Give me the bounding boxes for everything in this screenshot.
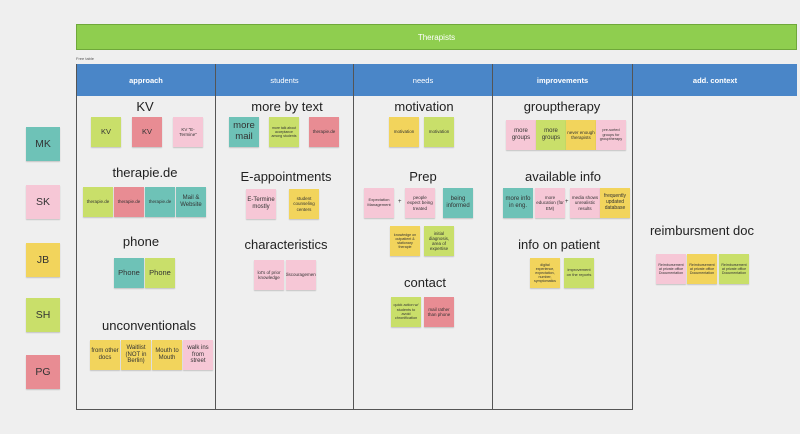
therapists-banner: Therapists [76,24,797,50]
sticky-note[interactable]: lot's of prior knowledge [254,260,284,290]
group-heading-contact: contact [404,275,446,290]
plus-sign: + [565,199,569,205]
column-header-improvements[interactable]: improvements [493,64,632,96]
sticky-note[interactable]: more groups [506,120,536,150]
sticky-note[interactable]: from other docs [90,340,120,370]
person-note-sh[interactable]: SH [26,298,60,332]
sticky-note[interactable]: improvement on the reports [564,258,594,288]
person-note-sk[interactable]: SK [26,185,60,219]
column-header-approach[interactable]: approach [77,64,215,96]
sticky-note[interactable]: discouragement [286,260,316,290]
sticky-note[interactable]: Reimbursement at private office Document… [656,254,686,284]
sticky-note[interactable]: frequently updated database [600,188,630,218]
sticky-note[interactable]: therapie.de [114,187,144,217]
sticky-note[interactable]: Phone [145,258,175,288]
sticky-note[interactable]: media shows unrealistic results [570,188,600,218]
sticky-note[interactable]: motivation [424,117,454,147]
group-heading-phone: phone [122,234,160,249]
person-note-pg[interactable]: PG [26,355,60,389]
sticky-note[interactable]: Reimbursement at private office Document… [719,254,749,284]
column-improvements: improvements grouptherapy more groups mo… [493,64,633,410]
column-add-context: add. context reimbursment doc Reimbursem… [633,64,797,410]
sticky-note[interactable]: therapie.de [83,187,113,217]
sticky-note[interactable]: digital experience, expectation, number,… [530,258,560,288]
sticky-note[interactable]: mail rather than phone [424,297,454,327]
group-heading-reimbursment-doc: reimbursment doc [649,223,755,238]
group-heading-therapie-de: therapie.de [112,165,178,180]
sticky-note[interactable]: Mouth to Mouth [152,340,182,370]
sticky-note[interactable]: Waitlist (NOT in Berlin) [121,340,151,370]
board-bottom-border [76,409,633,410]
column-approach: approach KV KV KV KV "E-Termine" therapi… [76,64,216,410]
sticky-note[interactable]: initial diagnosis, area of expertise [424,226,454,256]
sticky-note[interactable]: more mail [229,117,259,147]
sticky-note[interactable]: Reimbursement at private office Document… [687,254,717,284]
column-students: students more by text more mail more tal… [216,64,354,410]
sticky-note[interactable]: E-Termine mostly [246,189,276,219]
sticky-note[interactable]: knowledge on outpatient & stationary the… [390,226,420,256]
sticky-note[interactable]: therapie.de [145,187,175,217]
group-heading-characteristics: characteristics [244,237,328,252]
small-caption: Free table [76,56,95,61]
sticky-note[interactable]: more education (für EM) [535,188,565,218]
sticky-note[interactable]: Mail & Website [176,187,206,217]
sticky-note[interactable]: being informed [443,188,473,218]
kanban-board: approach KV KV KV KV "E-Termine" therapi… [76,64,797,410]
group-heading-e-appointments: E-appointments [240,169,332,184]
column-header-needs[interactable]: needs [354,64,492,96]
sticky-note[interactable]: KV [132,117,162,147]
group-heading-more-by-text: more by text [251,99,323,114]
column-header-students[interactable]: students [216,64,353,96]
group-heading-kv: KV [136,99,154,114]
group-heading-unconventionals: unconventionals [102,318,196,333]
group-heading-info-on-patient: info on patient [518,237,600,252]
column-needs: needs motivation motivation motivation P… [354,64,493,410]
sticky-note[interactable]: more talk about acceptance among student… [269,117,299,147]
sticky-note[interactable]: walk ins from street [183,340,213,370]
sticky-note[interactable]: student counseling centers [289,189,319,219]
sticky-note[interactable]: KV "E-Termine" [173,117,203,147]
sticky-note[interactable]: never enough therapists [566,120,596,150]
sticky-note[interactable]: Expectation Management [364,188,394,218]
group-heading-grouptherapy: grouptherapy [523,99,601,114]
sticky-note[interactable]: therapie.de [309,117,339,147]
sticky-note[interactable]: quick action w/ students to avoid chroni… [391,297,421,327]
group-heading-prep: Prep [409,169,437,184]
person-note-mk[interactable]: MK [26,127,60,161]
sticky-note[interactable]: KV [91,117,121,147]
person-note-jb[interactable]: JB [26,243,60,277]
column-header-add-context[interactable]: add. context [633,64,797,96]
sticky-note[interactable]: Phone [114,258,144,288]
group-heading-available-info: available info [525,169,601,184]
group-heading-motivation: motivation [394,99,454,114]
sticky-note[interactable]: more groups [536,120,566,150]
sticky-note[interactable]: people expect being treated [405,188,435,218]
sticky-note[interactable]: pre-sorted groups for grouptherapy [596,120,626,150]
sticky-note[interactable]: motivation [389,117,419,147]
sticky-note[interactable]: more info in eng. [503,188,533,218]
plus-sign: + [398,199,402,205]
